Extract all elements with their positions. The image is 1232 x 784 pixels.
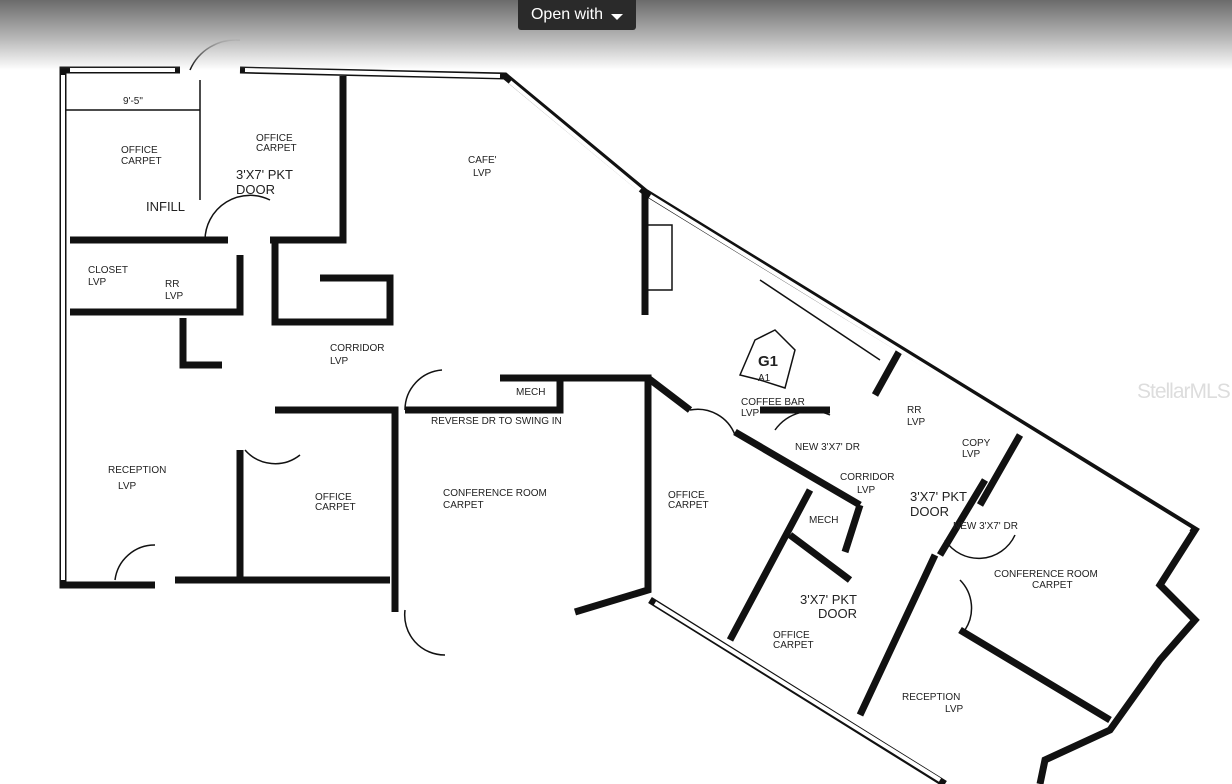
room-floor: CARPET bbox=[256, 143, 297, 154]
room-floor: LVP bbox=[330, 356, 348, 367]
elevation-tag-sheet: A1 bbox=[758, 373, 771, 384]
pkt-door-note: DOOR bbox=[910, 504, 949, 519]
room-name: CONFERENCE ROOM bbox=[994, 569, 1098, 580]
room-name: OFFICE bbox=[773, 630, 810, 641]
mech-label: MECH bbox=[516, 387, 545, 398]
room-name: RR bbox=[165, 279, 179, 290]
infill-note: INFILL bbox=[146, 199, 185, 214]
pkt-door-note: DOOR bbox=[236, 182, 275, 197]
elevation-tag-id: G1 bbox=[758, 353, 778, 370]
room-name: RR bbox=[907, 405, 921, 416]
room-floor: CARPET bbox=[121, 156, 162, 167]
room-name: CORRIDOR bbox=[840, 472, 894, 483]
room-floor: LVP bbox=[473, 168, 491, 179]
room-floor: CARPET bbox=[773, 640, 814, 651]
annotations: 3'X7' PKT DOOR INFILL REVERSE DR TO SWIN… bbox=[146, 167, 1018, 621]
room-name: RECEPTION bbox=[108, 465, 166, 476]
room-floor: LVP bbox=[907, 417, 925, 428]
room-name: CORRIDOR bbox=[330, 343, 384, 354]
pkt-door-note: 3'X7' PKT bbox=[910, 489, 967, 504]
pkt-door-note: 3'X7' PKT bbox=[800, 592, 857, 607]
room-floor: CARPET bbox=[1032, 580, 1073, 591]
room-floor: LVP bbox=[165, 291, 183, 302]
room-floor: LVP bbox=[118, 481, 136, 492]
room-name: OFFICE bbox=[121, 145, 158, 156]
room-name: OFFICE bbox=[315, 492, 352, 503]
open-with-label: Open with bbox=[530, 6, 604, 23]
dimension-label: 9'-5" bbox=[123, 96, 143, 107]
room-labels: 9'-5" OFFICE CARPET OFFICE CARPET CAFE' … bbox=[88, 96, 1098, 715]
elevation-tag: G1 A1 bbox=[738, 329, 796, 389]
room-name: RECEPTION bbox=[902, 692, 960, 703]
room-name: OFFICE bbox=[668, 490, 705, 501]
reverse-door-note: REVERSE DR TO SWING IN bbox=[431, 416, 562, 427]
room-floor: CARPET bbox=[668, 500, 709, 511]
chevron-down-icon bbox=[611, 13, 624, 20]
room-floor: LVP bbox=[962, 449, 980, 460]
room-name: OFFICE bbox=[256, 133, 293, 144]
pkt-door-note: 3'X7' PKT bbox=[236, 167, 293, 182]
open-with-button[interactable]: Open with bbox=[518, 0, 636, 30]
pkt-door-note: DOOR bbox=[818, 606, 857, 621]
new-door-note: NEW 3'X7' DR bbox=[795, 442, 860, 453]
walls bbox=[59, 39, 1200, 784]
room-floor: LVP bbox=[741, 408, 759, 419]
elevation-tag-shape bbox=[738, 329, 796, 389]
room-name: COPY bbox=[962, 438, 991, 449]
room-floor: CARPET bbox=[315, 502, 356, 513]
room-floor: CARPET bbox=[443, 500, 484, 511]
room-floor: LVP bbox=[857, 485, 875, 496]
room-floor: LVP bbox=[945, 704, 963, 715]
mech-label: MECH bbox=[809, 515, 838, 526]
new-door-note: NEW 3'X7' DR bbox=[953, 521, 1018, 532]
watermark: StellarMLS bbox=[1137, 380, 1231, 403]
room-name: COFFEE BAR bbox=[741, 397, 805, 408]
room-floor: LVP bbox=[88, 277, 106, 288]
room-name: CAFE' bbox=[468, 155, 497, 166]
room-name: CONFERENCE ROOM bbox=[443, 488, 547, 499]
room-name: CLOSET bbox=[88, 265, 128, 276]
